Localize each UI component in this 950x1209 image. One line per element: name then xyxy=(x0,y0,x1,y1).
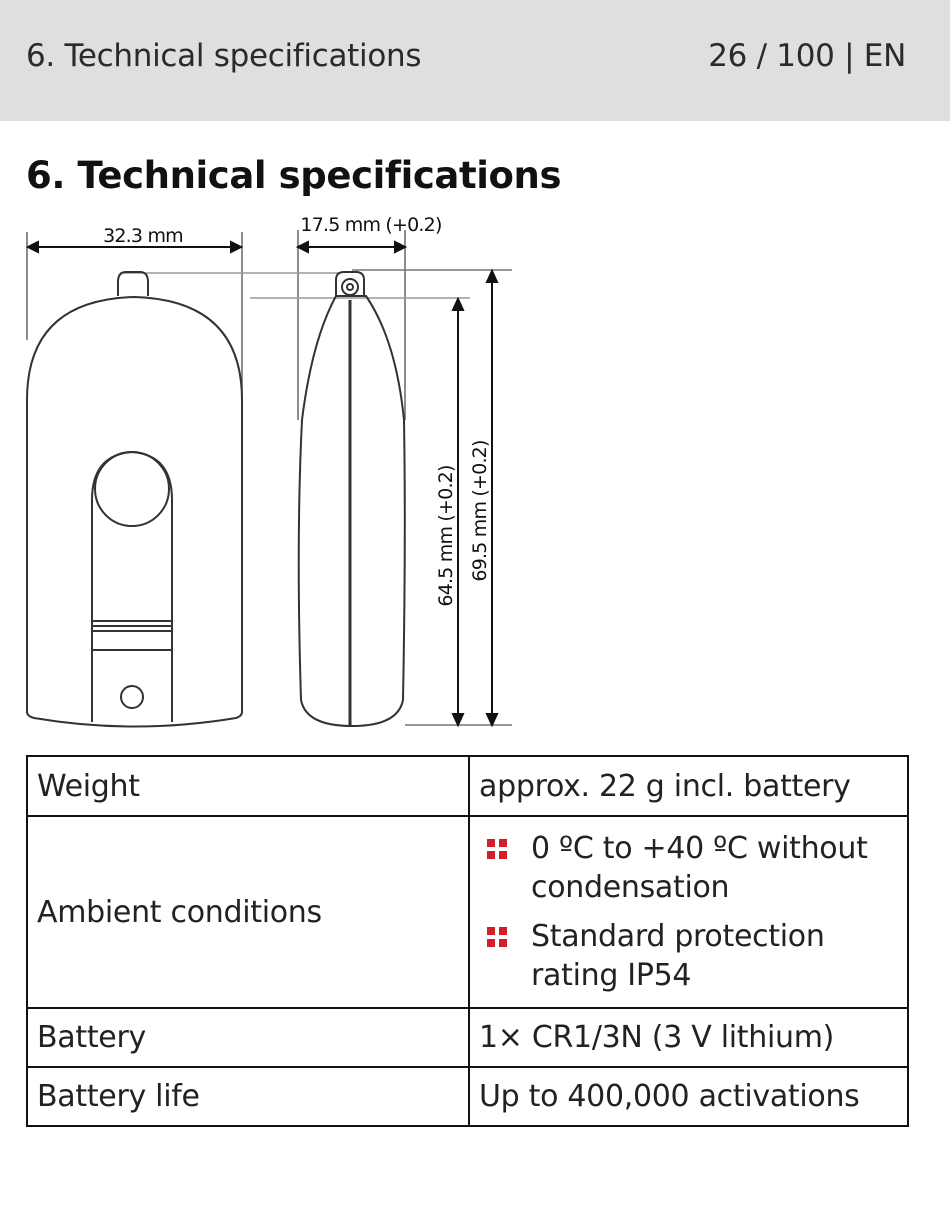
specifications-table: Weight approx. 22 g incl. battery Ambien… xyxy=(26,755,909,1127)
weight-label: Weight xyxy=(26,755,470,817)
page-header: 6. Technical specifications 26 / 100 | E… xyxy=(0,0,950,121)
table-row: Ambient conditions 0 ºC to +40 ºC withou… xyxy=(26,815,909,1009)
battery-life-label: Battery life xyxy=(26,1066,470,1127)
list-item: Standard protection rating IP54 xyxy=(479,917,898,995)
ambient-temperature-line1: 0 ºC to +40 ºC without xyxy=(531,831,868,866)
weight-value: approx. 22 g incl. battery xyxy=(468,755,909,817)
bullet-icon xyxy=(487,839,507,859)
list-item: 0 ºC to +40 ºC without condensation xyxy=(479,829,898,907)
width-dimension-label: 32.3 mm xyxy=(103,225,183,247)
table-row: Battery life Up to 400,000 activations xyxy=(26,1066,909,1127)
bullet-icon xyxy=(487,927,507,947)
section-title: 6. Technical specifications xyxy=(26,154,562,197)
battery-value: 1× CR1/3N (3 V lithium) xyxy=(468,1007,909,1068)
ambient-protection-line1: Standard protection xyxy=(531,919,825,954)
header-page-info: 26 / 100 | EN xyxy=(708,38,906,74)
ambient-conditions-label: Ambient conditions xyxy=(26,815,470,1009)
ambient-conditions-value: 0 ºC to +40 ºC without condensation Stan… xyxy=(468,815,909,1009)
body-height-dimension-label: 64.5 mm (+0.2) xyxy=(435,465,457,606)
header-section-title: 6. Technical specifications xyxy=(26,38,422,74)
battery-life-value: Up to 400,000 activations xyxy=(468,1066,909,1127)
total-height-dimension-label: 69.5 mm (+0.2) xyxy=(469,440,491,581)
table-row: Battery 1× CR1/3N (3 V lithium) xyxy=(26,1007,909,1068)
battery-label: Battery xyxy=(26,1007,470,1068)
technical-drawing: 32.3 mm 17.5 mm (+0.2) 64.5 mm (+0.2) 69… xyxy=(25,214,512,728)
table-row: Weight approx. 22 g incl. battery xyxy=(26,755,909,817)
ambient-conditions-list: 0 ºC to +40 ºC without condensation Stan… xyxy=(479,829,898,995)
depth-dimension-label: 17.5 mm (+0.2) xyxy=(300,214,441,236)
ambient-temperature-line2: condensation xyxy=(531,870,730,905)
ambient-protection-line2: rating IP54 xyxy=(531,958,692,993)
